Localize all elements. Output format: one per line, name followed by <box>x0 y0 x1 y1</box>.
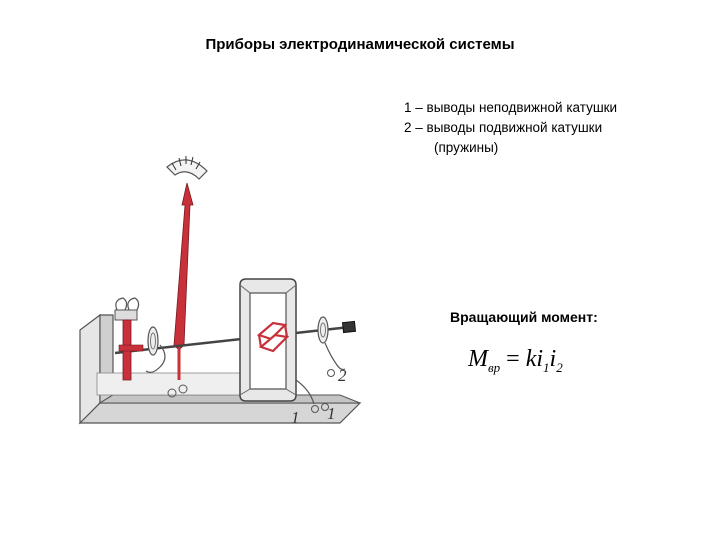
base-frame <box>78 313 362 425</box>
formula-i1-sub: 1 <box>543 360 550 375</box>
formula-i2: i <box>549 346 557 372</box>
legend-item-fixed-coil: 1 – выводы неподвижной катушки <box>404 100 618 115</box>
electrodynamic-instrument-diagram: 2 1 1 <box>78 156 362 427</box>
scale <box>166 156 208 180</box>
formula-m: M <box>468 346 488 372</box>
right-spring <box>317 316 346 377</box>
formula-i2-sub: 2 <box>556 360 563 375</box>
moving-coil <box>256 321 290 353</box>
formula-m-sub: вр <box>488 360 501 375</box>
torque-label: Вращающий момент: <box>450 309 598 325</box>
torque-formula: Mвр =ki1i2 <box>468 346 563 376</box>
legend: 1 – выводы неподвижной катушки 2 – вывод… <box>404 98 617 158</box>
fixed-coil-leads <box>295 379 329 413</box>
terminal-label-1-left: 1 <box>291 408 300 427</box>
terminal-label-1-right: 1 <box>327 404 336 423</box>
pointer-needle <box>173 182 194 380</box>
legend-item-moving-coil: 2 – выводы подвижной катушки <box>404 120 603 135</box>
left-spring-assembly <box>114 297 188 398</box>
page-title: Приборы электродинамической системы <box>205 36 515 53</box>
formula-k-i: ki <box>525 346 544 372</box>
formula-equals: = <box>506 346 520 372</box>
terminal-label-2: 2 <box>338 366 347 385</box>
legend-item-springs: (пружины) <box>434 140 499 155</box>
